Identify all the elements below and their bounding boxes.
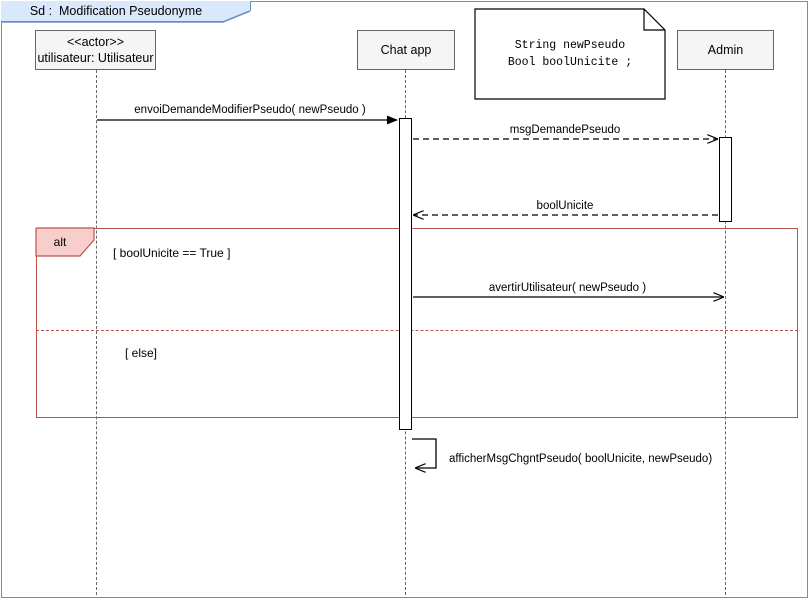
lifeline-name-admin: Admin <box>707 43 744 57</box>
note-outline <box>474 8 666 100</box>
message-label-m3: boolUnicite <box>536 200 594 212</box>
frame-title-label: Sd : Modification Pseudonyme <box>29 4 203 18</box>
activation-bar-admin <box>719 137 732 222</box>
actor-stereotype-label: <<actor>> <box>67 35 124 49</box>
lifeline-head-utilisateur[interactable]: <<actor>> utilisateur: Utilisateur <box>35 30 156 70</box>
lifeline-admin <box>725 70 726 595</box>
message-label-m4: avertirUtilisateur( newPseudo ) <box>488 282 647 294</box>
message-label-m5: afficherMsgChgntPseudo( boolUnicite, new… <box>449 453 713 465</box>
alt-operator-label: alt <box>53 235 67 249</box>
message-label-m2: msgDemandePseudo <box>509 124 621 136</box>
lifeline-name-utilisateur: utilisateur: Utilisateur <box>37 51 154 65</box>
lifeline-utilisateur <box>96 70 97 595</box>
note-shape: String newPseudo Bool boolUnicite ; <box>474 8 666 100</box>
alt-guard-condition-1: [ boolUnicite == True ] <box>113 246 231 260</box>
message-label-m1: envoiDemandeModifierPseudo( newPseudo ) <box>134 104 366 116</box>
lifeline-head-admin[interactable]: Admin <box>677 30 774 70</box>
lifeline-name-chatapp: Chat app <box>380 43 432 57</box>
activation-bar-chatapp <box>399 118 412 430</box>
alt-fragment-box <box>36 228 798 418</box>
alt-else-divider <box>36 330 798 331</box>
alt-guard-condition-2: [ else] <box>125 346 158 360</box>
lifeline-head-chatapp[interactable]: Chat app <box>357 30 455 70</box>
